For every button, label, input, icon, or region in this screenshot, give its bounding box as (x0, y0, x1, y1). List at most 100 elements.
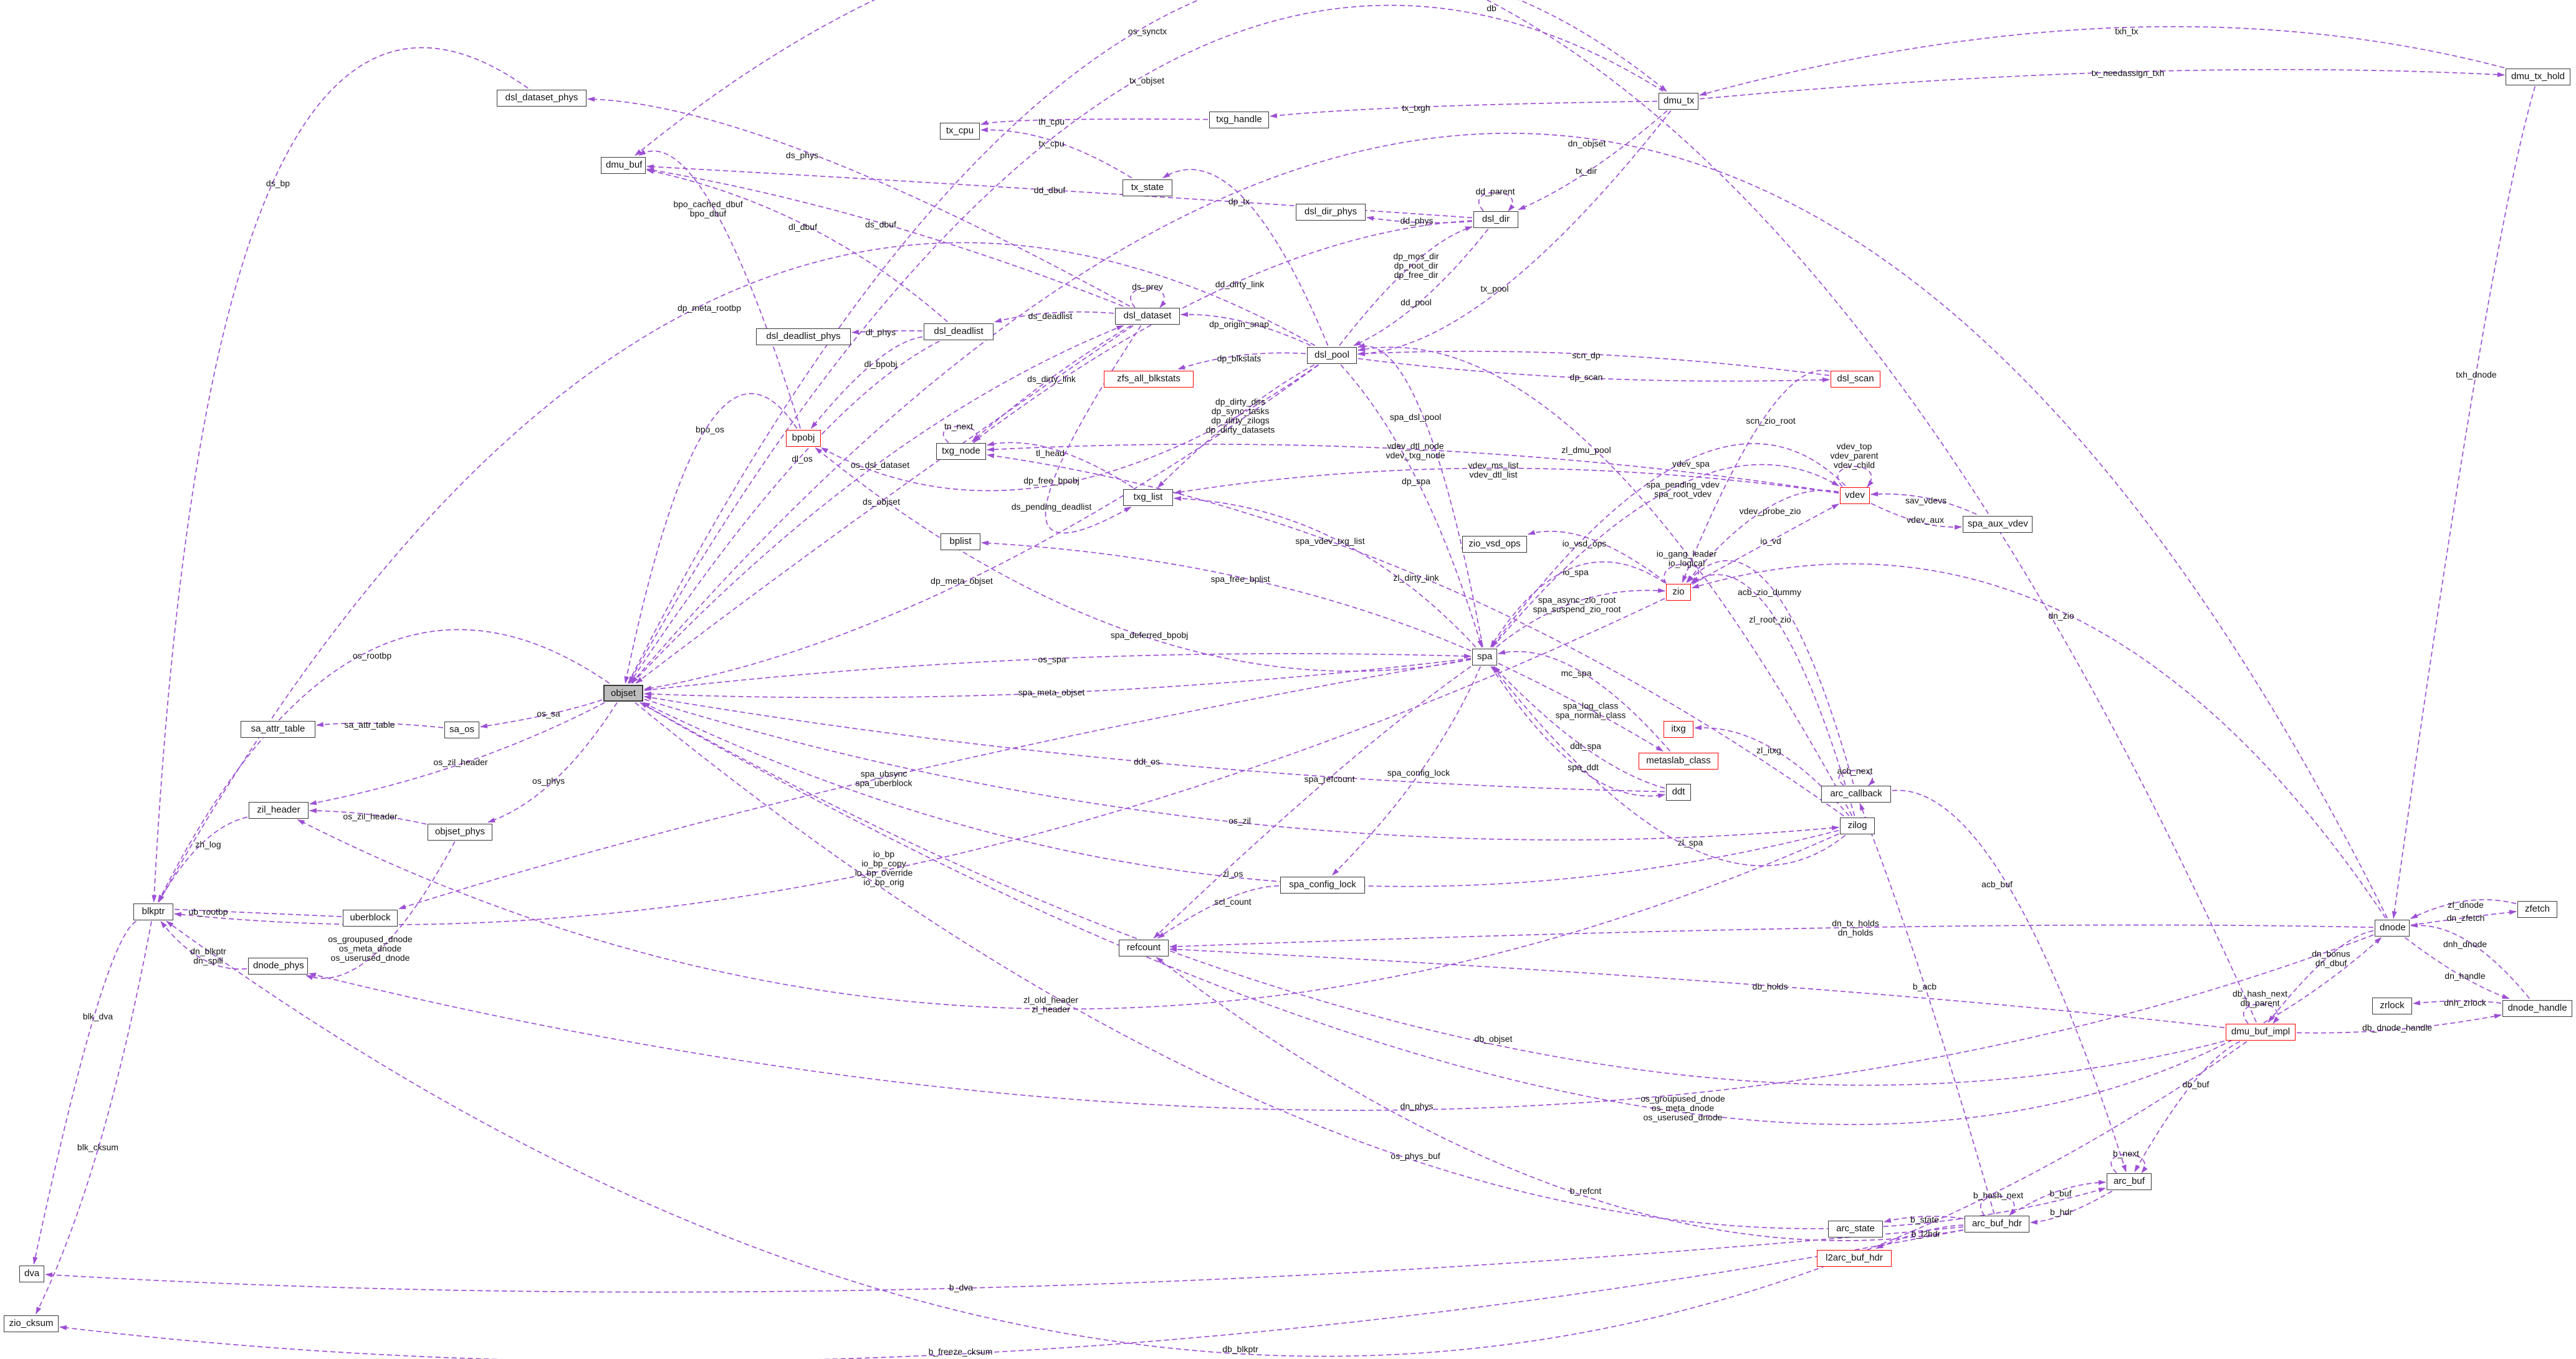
edge-label-dn_phys: dn_phys (1401, 1101, 1434, 1111)
node-spa_config_lock[interactable]: spa_config_lock (1280, 876, 1365, 894)
edge-spa-objset (644, 657, 1472, 699)
node-dmu_tx_hold[interactable]: dmu_tx_hold (2506, 68, 2570, 85)
node-dmu_buf_impl[interactable]: dmu_buf_impl (2226, 1023, 2296, 1041)
node-dnode_handle[interactable]: dnode_handle (2502, 999, 2572, 1017)
node-tx_state[interactable]: tx_state (1123, 179, 1172, 196)
node-arc_buf_hdr[interactable]: arc_buf_hdr (1965, 1215, 2029, 1233)
edge-label-sav_vdevs: sav_vdevs (1905, 495, 1946, 505)
edge-dsl_pool-zfs_all_blkstats (1177, 352, 1306, 370)
node-zfs_all_blkstats[interactable]: zfs_all_blkstats (1104, 370, 1194, 388)
edge-label-tn_next: tn_next (944, 421, 973, 431)
node-spa_aux_vdev[interactable]: spa_aux_vdev (1963, 515, 2033, 533)
edge-dmu_tx-txg_handle (1270, 100, 1658, 118)
node-arc_buf[interactable]: arc_buf (2107, 1173, 2152, 1190)
node-l2arc_buf_hdr[interactable]: l2arc_buf_hdr (1817, 1249, 1892, 1267)
edge-dsl_dataset-dmu_buf (646, 168, 1124, 307)
edge-arc_callback-arc_buf (1892, 789, 2127, 1173)
edge-dmu_tx-dsl_pool (1357, 110, 1672, 356)
edge-dnode-dnode_phys (309, 934, 2374, 1111)
edge-zio-blkptr (174, 598, 1665, 925)
node-bplist[interactable]: bplist (941, 533, 980, 550)
node-sa_attr_table[interactable]: sa_attr_table (241, 720, 315, 738)
node-dsl_dir[interactable]: dsl_dir (1473, 211, 1518, 228)
node-refcount[interactable]: refcount (1119, 939, 1169, 956)
edge-label-db_blkptr: db_blkptr (1222, 1344, 1258, 1354)
edge-objset-dnode (639, 702, 2382, 1125)
edge-metaslab_class-spa (1498, 649, 1671, 752)
edge-label-zl_root_zio: zl_root_zio (1749, 614, 1791, 624)
node-bpobj[interactable]: bpobj (786, 429, 821, 447)
node-dsl_deadlist[interactable]: dsl_deadlist (924, 323, 994, 340)
node-objset_phys[interactable]: objset_phys (428, 823, 492, 841)
edge-label-dn_objset: dn_objset (1568, 138, 1606, 148)
edge-dsl_scan-zio (1682, 370, 1830, 583)
node-arc_state[interactable]: arc_state (1828, 1220, 1883, 1237)
node-dnode_phys[interactable]: dnode_phys (248, 957, 308, 975)
node-dsl_scan[interactable]: dsl_scan (1831, 370, 1880, 388)
node-zio_cksum[interactable]: zio_cksum (4, 1315, 59, 1332)
edge-label-ds_dirty_link: ds_dirty_link (1027, 374, 1076, 384)
edge-label-dd_phys: dd_phys (1401, 216, 1434, 226)
edge-label-spa_vdev_txg_list: spa_vdev_txg_list (1295, 536, 1364, 546)
node-uberblock[interactable]: uberblock (343, 909, 398, 927)
edge-dnode-objset (631, 133, 2388, 918)
node-vdev[interactable]: vdev (1840, 487, 1870, 504)
node-dsl_deadlist_phys[interactable]: dsl_deadlist_phys (756, 328, 851, 345)
edge-dsl_dir-dsl_pool (1353, 228, 1489, 346)
node-arc_callback[interactable]: arc_callback (1821, 785, 1891, 803)
node-objset[interactable]: objset (603, 684, 643, 702)
edge-label-ddt_os: ddt_os (1134, 756, 1160, 766)
edge-vdev-txg_list (1174, 467, 1839, 495)
node-dmu_tx[interactable]: dmu_tx (1659, 92, 1698, 110)
node-spa[interactable]: spa (1472, 648, 1497, 665)
edge-label-ds_pending_deadlist: ds_pending_deadlist (1012, 502, 1092, 512)
node-txg_handle[interactable]: txg_handle (1209, 111, 1269, 128)
node-zio[interactable]: zio (1666, 583, 1691, 601)
node-zio_vsd_ops[interactable]: zio_vsd_ops (1462, 535, 1527, 553)
node-blkptr[interactable]: blkptr (133, 903, 173, 920)
node-dsl_dir_phys[interactable]: dsl_dir_phys (1296, 203, 1366, 221)
edge-dsl_pool-dsl_scan (1357, 358, 1830, 383)
edge-label-dn_handle: dn_handle (2444, 971, 2486, 981)
node-dsl_dataset[interactable]: dsl_dataset (1115, 307, 1180, 325)
node-txg_node[interactable]: txg_node (936, 442, 986, 460)
node-zfetch[interactable]: zfetch (2517, 900, 2557, 918)
node-zilog[interactable]: zilog (1840, 817, 1875, 834)
edge-label-spa_deferred_bpobj: spa_deferred_bpobj (1111, 630, 1189, 640)
node-dsl_dataset_phys[interactable]: dsl_dataset_phys (497, 89, 587, 107)
node-tx_cpu[interactable]: tx_cpu (940, 122, 980, 140)
node-metaslab_class[interactable]: metaslab_class (1639, 752, 1718, 770)
node-dmu_buf[interactable]: dmu_buf (601, 156, 646, 174)
node-dsl_pool[interactable]: dsl_pool (1307, 346, 1357, 364)
node-dva[interactable]: dva (19, 1265, 44, 1282)
node-zrlock[interactable]: zrlock (2372, 997, 2412, 1014)
node-sa_os[interactable]: sa_os (444, 721, 479, 738)
node-itxg[interactable]: itxg (1664, 720, 1693, 738)
edge-dsl_pool-dsl_dir (1339, 226, 1473, 346)
edge-label-os_phys: os_phys (532, 776, 565, 786)
edge-label-dd_parent: dd_parent (1475, 186, 1515, 196)
edge-label-b_hdr: b_hdr (2050, 1207, 2072, 1217)
edge-label-dl_bpobj: dl_bpobj (864, 359, 898, 369)
edge-arc_callback-zio (1687, 560, 1854, 784)
edge-dsl_deadlist-bpobj (810, 336, 923, 429)
edge-dsl_dataset-dsl_deadlist (994, 311, 1114, 323)
edge-label-ddt_spa: ddt_spa (1570, 741, 1601, 751)
edge-label-acb_buf: acb_buf (1981, 879, 2013, 889)
edge-label-b_refcnt: b_refcnt (1570, 1186, 1602, 1196)
edge-arc_callback-arc_callback (1838, 770, 1875, 786)
node-zil_header[interactable]: zil_header (249, 801, 309, 819)
node-ddt[interactable]: ddt (1666, 783, 1691, 801)
edge-vdev-spa (1491, 443, 1846, 648)
edge-label-b_next: b_next (2113, 1148, 2139, 1158)
edge-dsl_dir-dmu_buf (646, 164, 1473, 219)
edge-label-ds_prev: ds_prev (1132, 282, 1163, 292)
node-txg_list[interactable]: txg_list (1123, 489, 1173, 506)
node-dnode[interactable]: dnode (2375, 919, 2410, 937)
